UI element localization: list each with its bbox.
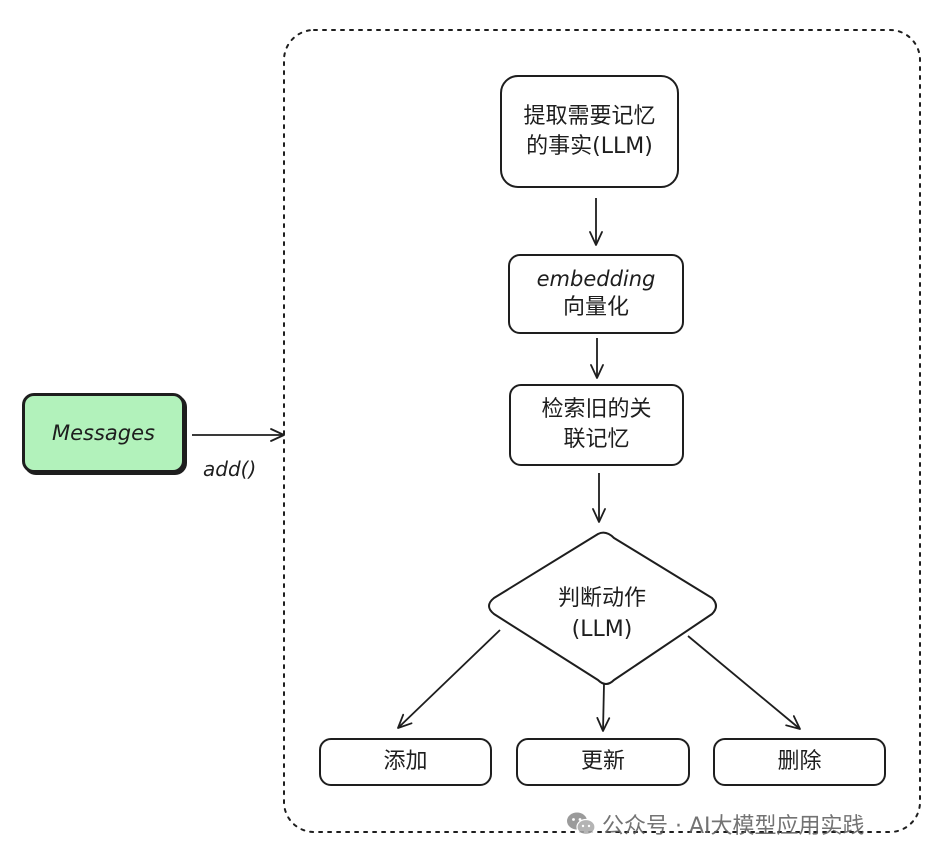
action-add-label: 添加 bbox=[383, 749, 428, 775]
arrow-decide-to-update bbox=[596, 683, 611, 732]
embedding-line1: embedding bbox=[536, 266, 656, 291]
embedding-node: embedding 向量化 bbox=[508, 254, 684, 334]
embedding-line2: 向量化 bbox=[562, 295, 629, 321]
decision-line2: (LLM) bbox=[571, 617, 633, 642]
arrow-decide-to-add bbox=[397, 629, 501, 729]
messages-node: Messages bbox=[22, 393, 185, 473]
extract-facts-line1: 提取需要记忆 bbox=[523, 103, 656, 129]
search-memory-line2: 联记忆 bbox=[563, 427, 630, 452]
extract-facts-node: 提取需要记忆 的事实(LLM) bbox=[500, 75, 679, 188]
action-update-label: 更新 bbox=[580, 749, 625, 775]
arrow-decide-to-delete bbox=[687, 635, 801, 730]
decision-diamond bbox=[488, 531, 717, 685]
search-memory-line1: 检索旧的关 bbox=[541, 397, 652, 423]
extract-facts-line2: 的事实(LLM) bbox=[526, 133, 653, 159]
wechat-icon bbox=[567, 812, 596, 836]
watermark-text: 公众号 · AI大模型应用实践 bbox=[602, 814, 865, 839]
messages-label: Messages bbox=[52, 420, 155, 445]
action-delete-node: 删除 bbox=[713, 738, 886, 786]
decision-line1: 判断动作 bbox=[557, 586, 646, 612]
action-update-node: 更新 bbox=[516, 738, 690, 786]
action-delete-label: 删除 bbox=[777, 749, 822, 775]
watermark: 公众号 · AI大模型应用实践 bbox=[566, 808, 865, 840]
decision-node: 判断动作 (LLM) bbox=[485, 560, 719, 670]
action-add-node: 添加 bbox=[319, 738, 492, 786]
add-call-label: add() bbox=[203, 457, 257, 481]
search-memory-node: 检索旧的关 联记忆 bbox=[509, 384, 684, 466]
